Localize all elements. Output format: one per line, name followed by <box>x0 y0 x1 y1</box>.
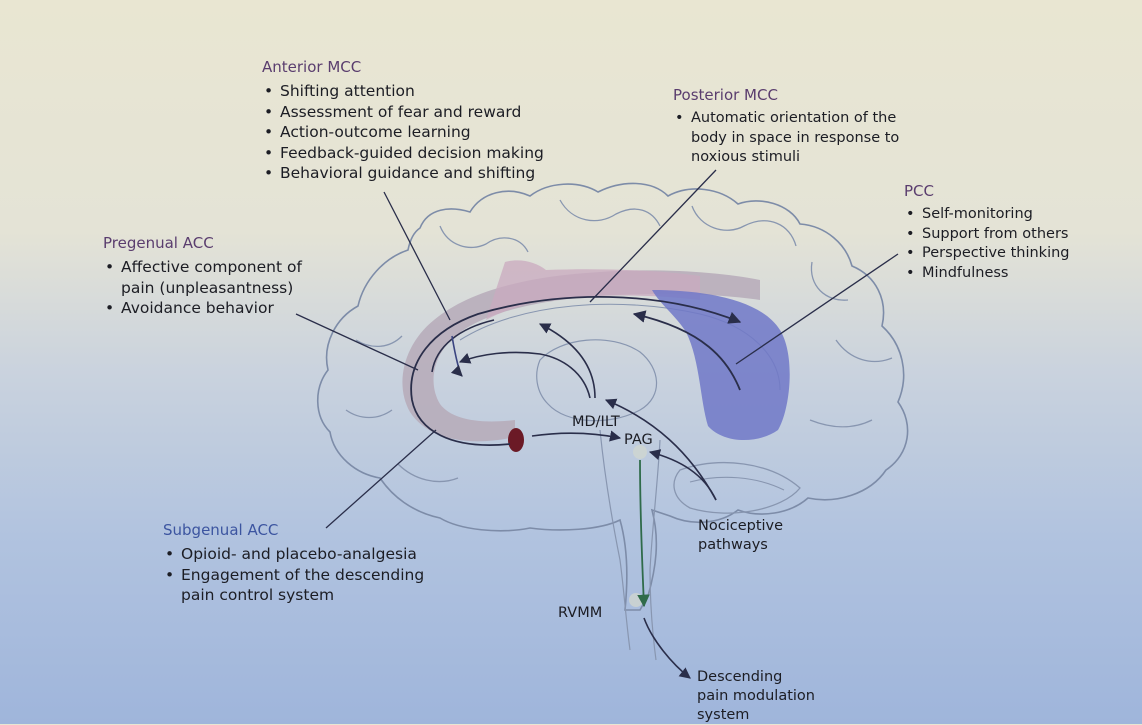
list-item: Automatic orientation of the body in spa… <box>673 109 911 168</box>
nociceptive-arrow <box>648 449 717 501</box>
gyrus-line <box>355 335 403 347</box>
leader-line-posterior-mcc <box>589 169 717 303</box>
subgenual-acc-title: Subgenual ACC <box>163 521 279 539</box>
pcc-region <box>652 290 790 441</box>
list-item: Affective component of pain (unpleasantn… <box>103 257 335 298</box>
anterior-mcc-region <box>486 260 700 320</box>
descending-label-line: system <box>697 707 750 723</box>
posterior-mcc-title: Posterior MCC <box>673 86 778 104</box>
pag-label: PAG <box>624 432 653 448</box>
thalamus-arrow <box>458 351 591 399</box>
cerebellum-fold <box>689 476 785 491</box>
gyrus-line <box>835 339 893 362</box>
pcc-block: PCC Self-monitoring Support from others … <box>904 182 1070 283</box>
list-item: Opioid- and placebo-analgesia <box>163 544 453 565</box>
list-item: Engagement of the descending pain contro… <box>163 565 453 606</box>
brain-outline <box>317 182 909 611</box>
gyrus-line <box>345 409 393 419</box>
anterior-mcc-list: Shifting attention Assessment of fear an… <box>262 81 544 184</box>
pcc-title: PCC <box>904 182 934 200</box>
md-ilt-label: MD/ILT <box>572 414 620 430</box>
cingulum-arrow <box>632 310 741 391</box>
subgenual-acc-region <box>508 428 524 452</box>
subgenual-acc-block: Subgenual ACC Opioid- and placebo-analge… <box>163 521 453 606</box>
descending-arrow <box>637 459 650 608</box>
gyrus-line <box>397 463 459 483</box>
list-item: Self-monitoring <box>904 205 1070 225</box>
gyrus-line <box>691 205 797 247</box>
pcc-list: Self-monitoring Support from others Pers… <box>904 205 1070 283</box>
pregenual-acc-title: Pregenual ACC <box>103 234 214 252</box>
leader-line-pcc <box>735 253 899 365</box>
cerebellum <box>673 462 801 514</box>
gyrus-line <box>810 261 849 301</box>
list-item: Behavioral guidance and shifting <box>262 163 544 184</box>
nociceptive-arrow <box>604 398 717 501</box>
anterior-mcc-block: Anterior MCC Shifting attention Assessme… <box>262 58 544 184</box>
nociceptive-label: Nociceptive pathways <box>698 517 783 555</box>
pregenual-acc-block: Pregenual ACC Affective component of pai… <box>103 234 335 319</box>
gyrus-line <box>809 419 873 428</box>
nociceptive-label-line: Nociceptive <box>698 518 784 534</box>
leader-line-subgenual-acc <box>325 429 437 529</box>
thalamus-arrow <box>531 430 622 442</box>
list-item: Support from others <box>904 225 1070 245</box>
list-item: Avoidance behavior <box>103 298 335 319</box>
thalamus-arrow <box>538 323 596 399</box>
rvmm-node <box>629 593 643 607</box>
descending-label-line: pain modulation <box>697 688 815 704</box>
list-item: Perspective thinking <box>904 244 1070 264</box>
nociceptive-label-line: pathways <box>698 537 768 553</box>
descending-arrow <box>643 617 691 679</box>
list-item: Mindfulness <box>904 264 1070 284</box>
rvmm-label: RVMM <box>558 605 603 621</box>
anterior-mcc-title: Anterior MCC <box>262 58 362 76</box>
descending-label: Descending pain modulation system <box>697 668 815 725</box>
list-item: Shifting attention <box>262 81 544 102</box>
cortex-arrow <box>450 335 463 377</box>
list-item: Action-outcome learning <box>262 122 544 143</box>
posterior-mcc-block: Posterior MCC Automatic orientation of t… <box>673 86 911 168</box>
thalamus-outline <box>536 339 658 422</box>
list-item: Feedback-guided decision making <box>262 143 544 164</box>
brainstem <box>649 439 661 661</box>
descending-label-line: Descending <box>697 669 783 685</box>
brainstem <box>599 429 631 651</box>
pag-node <box>633 445 647 459</box>
leader-line-anterior-mcc <box>383 191 451 321</box>
list-item: Assessment of fear and reward <box>262 102 544 123</box>
pregenual-acc-list: Affective component of pain (unpleasantn… <box>103 257 335 319</box>
gyrus-line <box>559 199 661 227</box>
posterior-mcc-list: Automatic orientation of the body in spa… <box>673 109 911 168</box>
gyrus-line <box>439 225 529 253</box>
subgenual-acc-list: Opioid- and placebo-analgesia Engagement… <box>163 544 453 606</box>
leader-line-pregenual-acc <box>295 313 419 371</box>
